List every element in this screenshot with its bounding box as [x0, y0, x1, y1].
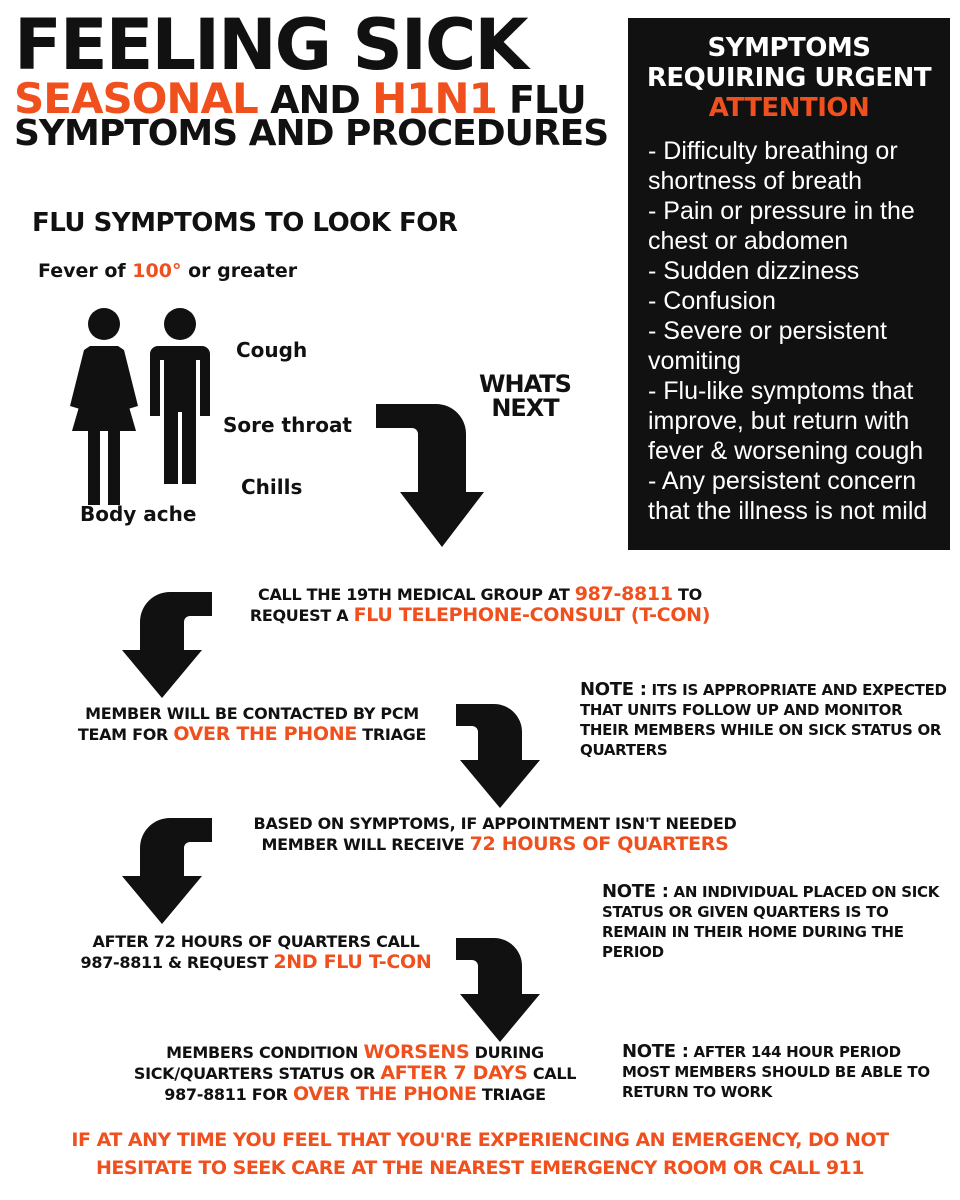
symptom-chills: Chills: [241, 475, 303, 499]
step-3-text: BASED ON SYMPTOMS, IF APPOINTMENT ISN'T …: [220, 814, 770, 855]
urgent-symptom-list: - Difficulty breathing or shortness of b…: [628, 124, 950, 526]
arrow-down-right-icon: [456, 704, 540, 808]
step-5-after-7-days: AFTER 7 DAYS: [380, 1062, 528, 1084]
step-5-e: 987-8811 FOR: [164, 1085, 288, 1104]
step-1-text: CALL THE 19TH MEDICAL GROUP AT 987-8811 …: [220, 584, 740, 626]
urgent-box-title: SYMPTOMS REQUIRING URGENT ATTENTION: [628, 18, 950, 124]
urgent-symptoms-box: SYMPTOMS REQUIRING URGENT ATTENTION - Di…: [628, 18, 950, 550]
step-1-a: CALL THE 19TH MEDICAL GROUP AT: [258, 585, 570, 604]
list-item: - Confusion: [648, 286, 776, 315]
subtitle-seasonal: SEASONAL: [14, 74, 259, 123]
urgent-title-line2: REQUIRING URGENT: [646, 62, 932, 93]
urgent-title-attention: ATTENTION: [708, 92, 870, 123]
step-5-b: DURING: [474, 1043, 545, 1062]
step-4-text: AFTER 72 HOURS OF QUARTERS CALL 987-8811…: [56, 932, 456, 973]
step-4-highlight: 2ND FLU T-CON: [273, 951, 432, 973]
page-title: FEELING SICK: [14, 4, 529, 86]
step-1-b: TO: [678, 585, 702, 604]
step-4-b: 987-8811 & REQUEST: [80, 953, 269, 972]
step-3-highlight: 72 HOURS OF QUARTERS: [469, 833, 729, 855]
note-1: NOTE : ITS IS APPROPRIATE AND EXPECTED T…: [580, 680, 952, 760]
step-3-a: BASED ON SYMPTOMS, IF APPOINTMENT ISN'T …: [253, 814, 737, 833]
note-2-text: AN INDIVIDUAL PLACED ON SICK STATUS OR G…: [602, 883, 940, 961]
step-1-phone: 987-8811: [574, 583, 673, 605]
man-icon: [150, 308, 210, 484]
fever-post: or greater: [188, 260, 298, 282]
arrow-down-left-icon: [122, 592, 212, 698]
step-5-text: MEMBERS CONDITION WORSENS DURING SICK/QU…: [100, 1042, 610, 1105]
fever-pre: Fever of: [38, 260, 126, 282]
note-3-text: AFTER 144 HOUR PERIOD MOST MEMBERS SHOUL…: [622, 1043, 930, 1101]
list-item: - Pain or pressure in the chest or abdom…: [648, 196, 915, 255]
step-4-a: AFTER 72 HOURS OF QUARTERS CALL: [92, 932, 420, 951]
note-label: NOTE :: [580, 679, 647, 700]
step-5-worsens: WORSENS: [363, 1041, 470, 1063]
people-icons: [70, 308, 210, 505]
symptom-cough: Cough: [236, 338, 308, 362]
note-2: NOTE : AN INDIVIDUAL PLACED ON SICK STAT…: [602, 882, 952, 962]
symptoms-heading: FLU SYMPTOMS TO LOOK FOR: [32, 208, 458, 238]
list-item: - Flu-like symptoms that improve, but re…: [648, 376, 924, 465]
whats-next-label: WHATS NEXT: [479, 370, 572, 422]
page-subtitle: SEASONAL AND H1N1 FLU: [14, 78, 587, 122]
step-2-highlight: OVER THE PHONE: [173, 723, 357, 745]
woman-icon: [70, 308, 138, 505]
list-item: - Severe or persistent vomiting: [648, 316, 887, 375]
arrow-down-right-icon: [456, 938, 540, 1042]
step-3-b: MEMBER WILL RECEIVE: [261, 835, 465, 854]
step-2-c: TRIAGE: [362, 725, 427, 744]
step-5-highlight: OVER THE PHONE: [292, 1083, 477, 1105]
subtitle-and: AND: [270, 78, 361, 122]
note-label: NOTE :: [622, 1041, 689, 1062]
emergency-footer: IF AT ANY TIME YOU FEEL THAT YOU'RE EXPE…: [0, 1126, 960, 1182]
page-subtitle-line2: SYMPTOMS AND PROCEDURES: [14, 113, 609, 154]
note-label: NOTE :: [602, 881, 669, 902]
symptom-sore-throat: Sore throat: [223, 413, 352, 437]
subtitle-flu: FLU: [509, 78, 587, 122]
step-5-a: MEMBERS CONDITION: [166, 1043, 359, 1062]
note-1-text: ITS IS APPROPRIATE AND EXPECTED THAT UNI…: [580, 681, 947, 759]
list-item: - Sudden dizziness: [648, 256, 860, 285]
step-2-a: MEMBER WILL BE CONTACTED BY PCM: [85, 704, 419, 723]
step-5-d: CALL: [532, 1064, 577, 1083]
step-2-b: TEAM FOR: [77, 725, 169, 744]
step-2-text: MEMBER WILL BE CONTACTED BY PCM TEAM FOR…: [52, 704, 452, 745]
subtitle-h1n1: H1N1: [372, 74, 498, 123]
symptom-body-ache: Body ache: [80, 502, 197, 526]
step-1-c: REQUEST A: [249, 606, 349, 625]
footer-line-1: IF AT ANY TIME YOU FEEL THAT YOU'RE EXPE…: [71, 1129, 889, 1151]
note-3: NOTE : AFTER 144 HOUR PERIOD MOST MEMBER…: [622, 1042, 952, 1102]
step-5-f: TRIAGE: [481, 1085, 546, 1104]
step-5-c: SICK/QUARTERS STATUS OR: [133, 1064, 376, 1083]
fever-label: Fever of 100° or greater: [38, 260, 297, 282]
urgent-title-line1: SYMPTOMS: [707, 33, 871, 63]
arrow-down-right-icon: [376, 404, 484, 547]
footer-line-2: HESITATE TO SEEK CARE AT THE NEAREST EME…: [96, 1157, 864, 1179]
list-item: - Any persistent concern that the illnes…: [648, 466, 928, 525]
list-item: - Difficulty breathing or shortness of b…: [648, 136, 898, 195]
fever-value: 100°: [132, 260, 182, 282]
arrow-down-left-icon: [122, 818, 212, 924]
step-1-highlight: FLU TELEPHONE-CONSULT (T-CON): [353, 604, 711, 626]
